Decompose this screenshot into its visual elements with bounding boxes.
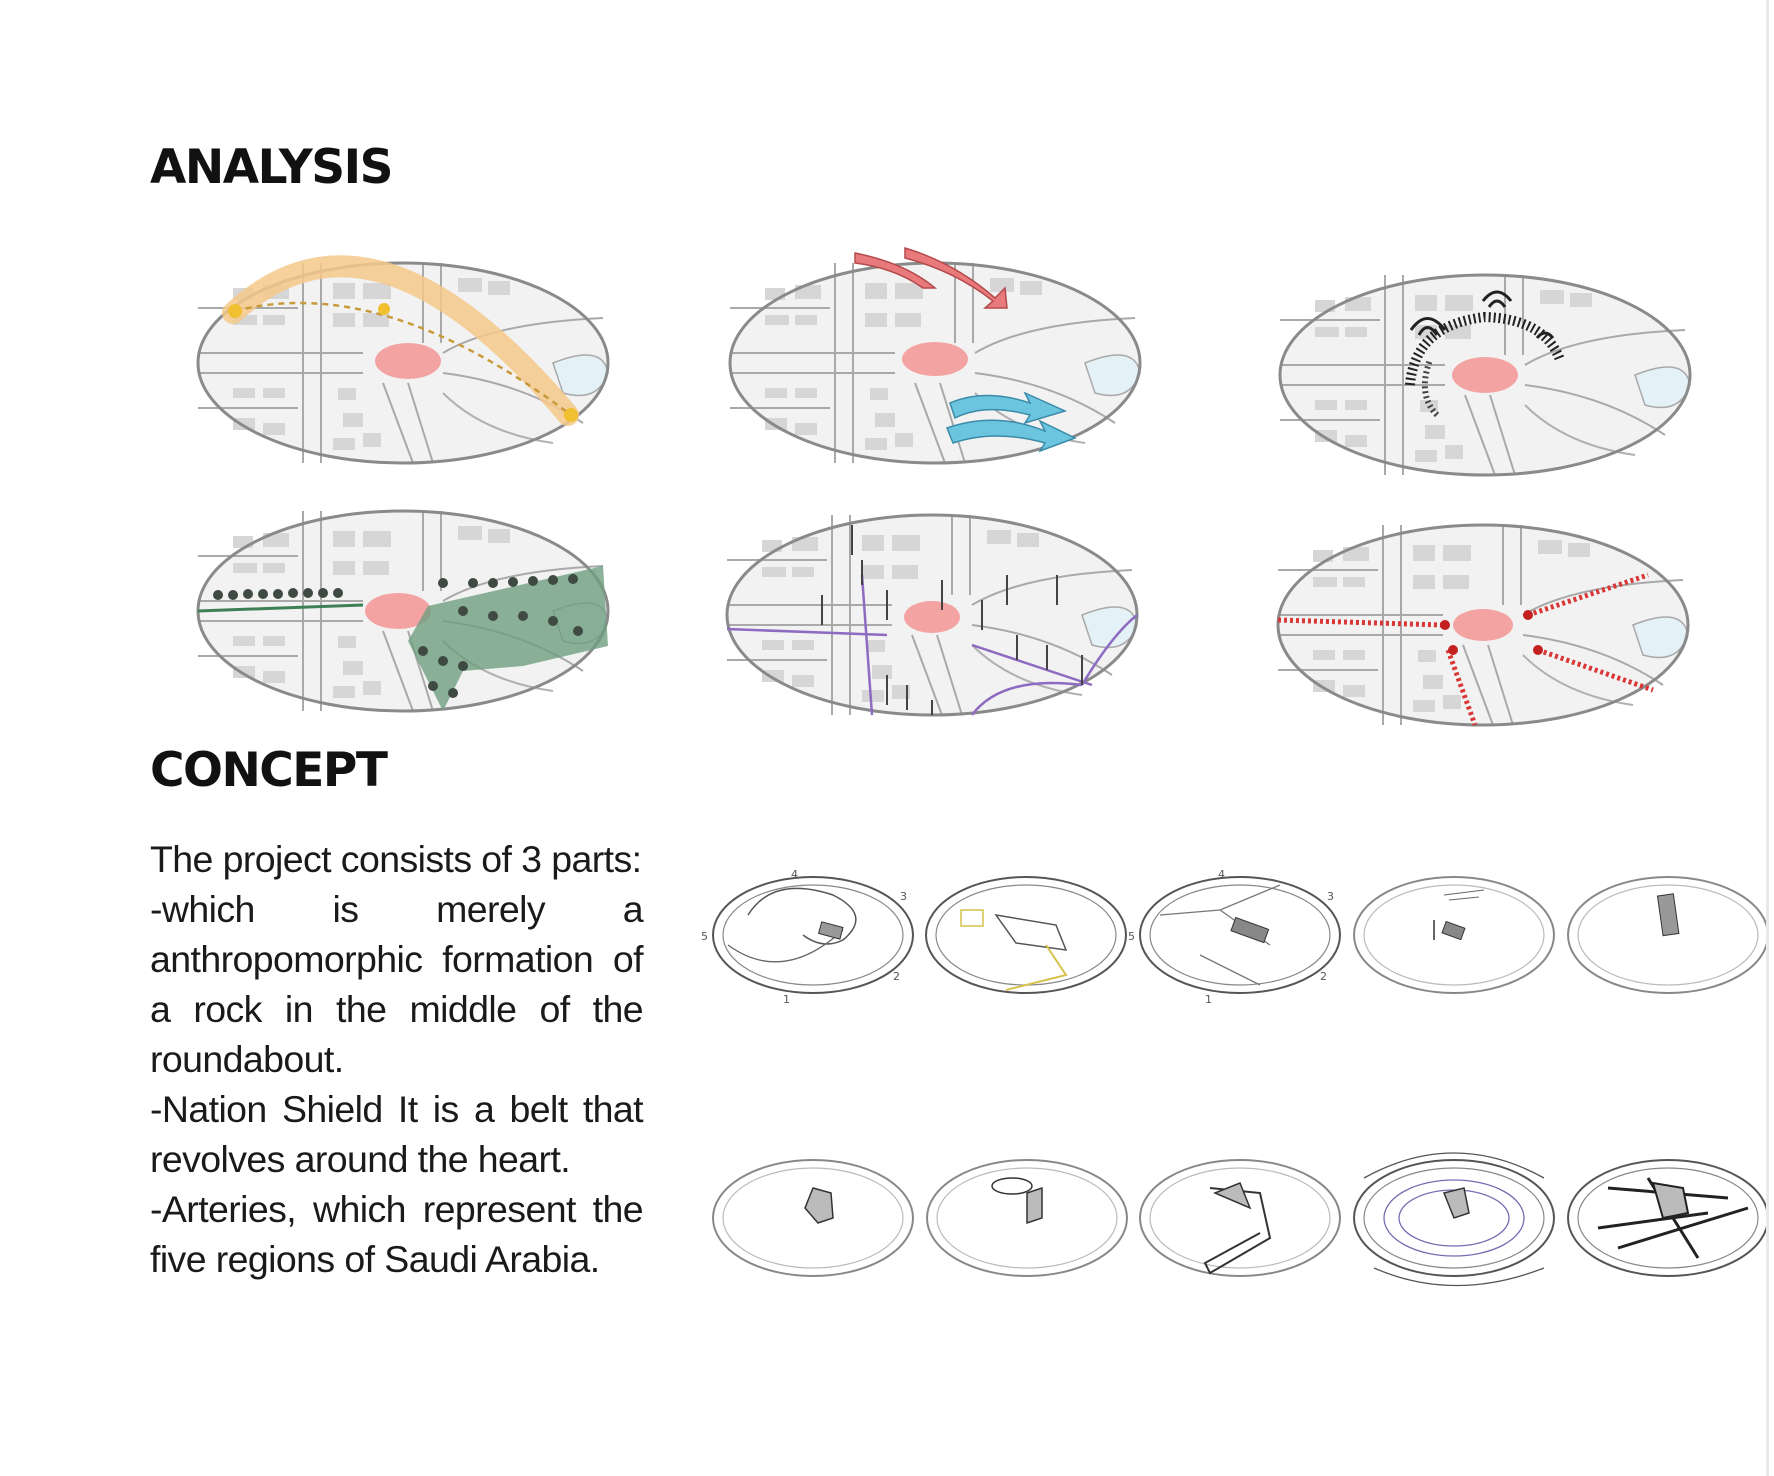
roundabout-center (1452, 357, 1518, 393)
roundabout-center (904, 601, 960, 633)
concept-sketch-4 (1354, 877, 1554, 993)
concept-sketch-7 (927, 1160, 1127, 1276)
sun-icon (378, 303, 390, 315)
sketch-number: 3 (1327, 890, 1334, 903)
concept-sketch-6 (713, 1160, 913, 1276)
roundabout-center (375, 343, 441, 379)
sketch-number: 4 (1218, 868, 1225, 881)
concept-sketch-8 (1140, 1160, 1340, 1276)
lighting-diagram (727, 515, 1137, 715)
sketch-number: 2 (1320, 970, 1327, 983)
sketch-number: 5 (1128, 930, 1135, 943)
wind-direction-diagram (730, 248, 1140, 463)
sketch-number: 2 (893, 970, 900, 983)
sketch-number: 5 (701, 930, 708, 943)
roundabout-center (902, 342, 968, 376)
concept-sketch-2 (926, 877, 1126, 993)
sun-icon (228, 304, 242, 318)
sketch-number: 1 (783, 993, 790, 1006)
noise-diagram (1280, 275, 1690, 475)
pedestrian-paths-diagram (1278, 525, 1688, 725)
vegetation-diagram (198, 511, 608, 711)
sun-icon (564, 408, 578, 422)
sketch-number: 4 (791, 868, 798, 881)
concept-sketch-3: 4 3 5 1 2 (1128, 868, 1340, 1006)
concept-sketch-9 (1354, 1153, 1554, 1286)
sketch-number: 3 (900, 890, 907, 903)
sun-path-diagram (198, 263, 608, 463)
page-edge (1766, 0, 1769, 1476)
concept-sketch-10 (1568, 1160, 1768, 1276)
concept-sketch-1: 4 3 5 2 1 (701, 868, 913, 1006)
sketch-number: 1 (1205, 993, 1212, 1006)
concept-sketch-5 (1568, 877, 1768, 993)
roundabout-center (1453, 609, 1513, 641)
